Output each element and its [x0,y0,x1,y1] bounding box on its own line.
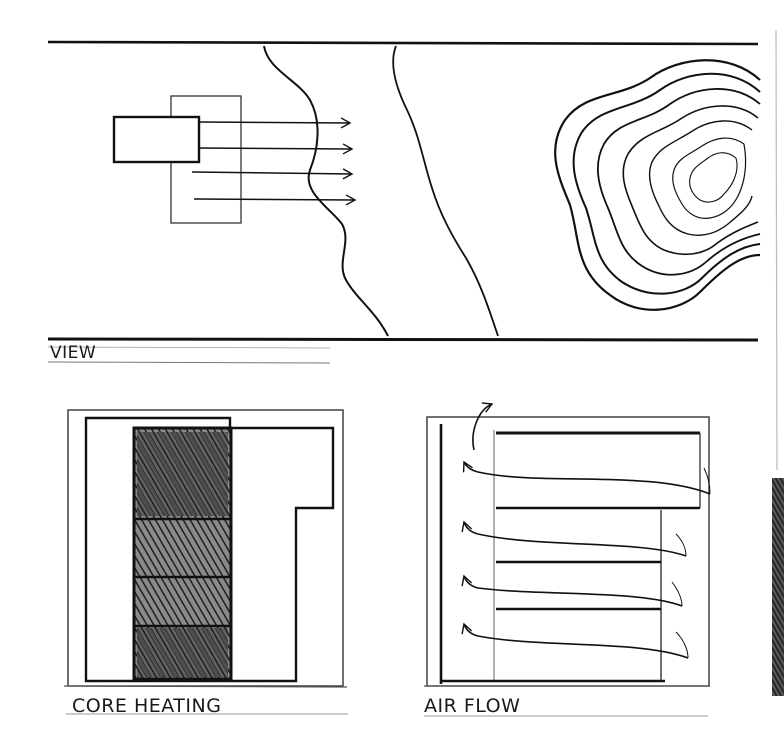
edge-partial-drawing [772,29,784,696]
edge-vertical-line [775,29,778,471]
airflow-arrow [472,402,494,451]
core-heating-panel [63,409,348,715]
flow-arrow [193,194,357,206]
contour-line [597,88,761,276]
airflow-arrow [462,460,711,495]
airflow-arrows [461,402,711,659]
flow-arrow [198,117,352,129]
contour-line [648,120,753,236]
airflow-tail [703,467,711,495]
edge-hatched-block [772,478,784,696]
contour-line [689,152,738,203]
core-heating-caption: CORE HEATING [72,695,222,717]
airflow-arrow [461,574,683,607]
contour-hill [554,59,761,311]
view-caption: VIEW [50,343,97,363]
view-bottom-border [47,337,759,342]
heated-core-dark-bottom [137,628,228,677]
heated-core-dark-top [137,432,228,516]
airflow-arrow [461,520,687,557]
contour-line [622,105,759,256]
airflow-tail [671,581,683,607]
building-core-rect [112,115,201,164]
view-top-border [47,40,759,46]
flow-arrow [198,143,354,155]
airflow-tail [675,631,689,659]
air-flow-caption: AIR FLOW [424,695,521,717]
view-caption-underline [47,361,331,364]
contour-line [554,59,761,311]
contour-line [672,137,747,219]
core-heating-frame-shadow [63,685,348,688]
air-flow-panel [424,402,711,717]
contour-line [572,72,761,295]
view-panel [47,40,761,364]
view-caption-rule [47,346,331,349]
view-flow-arrows [191,117,357,206]
river-bank-left [263,45,389,337]
river-bank-right [392,45,499,337]
airflow-arrow [461,622,689,659]
airflow-tail [675,533,687,557]
flow-arrow [191,168,354,180]
